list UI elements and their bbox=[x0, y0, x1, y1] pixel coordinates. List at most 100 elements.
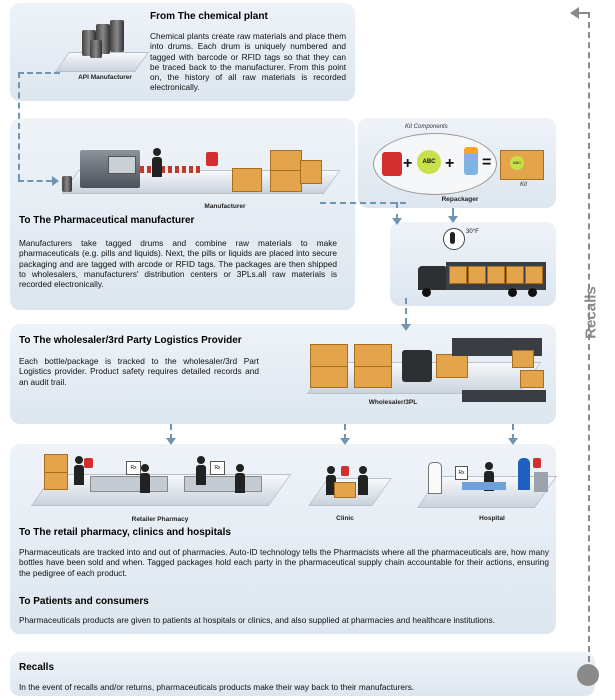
chemical-plant-text: Chemical plants create raw materials and… bbox=[150, 31, 346, 93]
kit-box-abc-tag: ABC bbox=[510, 156, 524, 170]
box-icon bbox=[354, 366, 392, 388]
flow-arrow-line bbox=[344, 424, 346, 440]
rx-bottle-icon bbox=[341, 466, 349, 476]
patients-text: Pharmaceuticals products are given to pa… bbox=[19, 615, 495, 625]
flow-arrow-line bbox=[18, 180, 52, 182]
truck-icon bbox=[462, 390, 546, 402]
red-bottle-icon bbox=[382, 152, 402, 176]
rx-sign-1: Rx bbox=[126, 461, 141, 475]
box-icon bbox=[525, 266, 543, 284]
recalls-side-label: Recalls bbox=[576, 280, 602, 350]
box-icon bbox=[436, 354, 468, 378]
box-icon bbox=[354, 344, 392, 368]
box-icon bbox=[449, 266, 467, 284]
flow-arrow-line bbox=[18, 72, 60, 74]
manufacturer-text: Manufacturers take tagged drums and comb… bbox=[19, 238, 337, 290]
flow-arrow-line bbox=[18, 72, 20, 180]
wheel-icon bbox=[508, 288, 517, 297]
flow-arrow-head bbox=[52, 176, 59, 186]
box-icon bbox=[487, 266, 505, 284]
rx-bottle-icon bbox=[533, 458, 541, 468]
cart-icon bbox=[534, 472, 548, 492]
flow-arrow-head bbox=[508, 438, 518, 445]
kit-components-label: Kit Components bbox=[405, 124, 448, 130]
recall-line bbox=[588, 12, 590, 662]
retail-title: To The retail pharmacy, clinics and hosp… bbox=[19, 527, 231, 538]
flow-arrow-head bbox=[401, 324, 411, 331]
bed-icon bbox=[462, 482, 506, 490]
drum-icon bbox=[90, 40, 102, 58]
clinic-caption: Clinic bbox=[336, 515, 354, 522]
flow-arrow-line bbox=[452, 208, 454, 218]
manufacturer-title: To The Pharmaceutical manufacturer bbox=[19, 215, 195, 226]
hospital-caption: Hospital bbox=[479, 515, 505, 522]
truck-cab-icon bbox=[418, 266, 446, 290]
drum-icon bbox=[110, 20, 124, 52]
worker-icon bbox=[152, 148, 162, 177]
flow-arrow-line bbox=[170, 424, 172, 440]
wholesaler-text: Each bottle/package is tracked to the wh… bbox=[19, 356, 259, 387]
flow-arrow-head bbox=[340, 438, 350, 445]
bottle-icon bbox=[206, 152, 218, 166]
retail-caption: Retailer Pharmacy bbox=[131, 516, 189, 523]
api-manufacturer-caption: API Manufacturer bbox=[78, 74, 132, 81]
forklift-icon bbox=[402, 350, 432, 382]
desk-icon bbox=[334, 482, 356, 498]
flow-arrow-line bbox=[512, 424, 514, 440]
customer-icon bbox=[235, 464, 245, 493]
customer-icon bbox=[140, 464, 150, 493]
box-icon bbox=[270, 150, 302, 172]
box-icon bbox=[506, 266, 524, 284]
recall-arrow-icon bbox=[570, 7, 579, 19]
counter-icon bbox=[90, 476, 168, 492]
flow-arrow-head bbox=[448, 216, 458, 223]
vial-icon bbox=[464, 147, 478, 175]
box-icon bbox=[44, 472, 68, 490]
flow-arrow-head bbox=[392, 218, 402, 225]
wheel-icon bbox=[528, 288, 537, 297]
api-platform bbox=[54, 52, 150, 72]
patient-icon bbox=[358, 466, 368, 495]
chemical-plant-title: From The chemical plant bbox=[150, 11, 268, 22]
box-icon bbox=[44, 454, 68, 474]
pharmacist-icon bbox=[74, 456, 84, 485]
wholesaler-title: To The wholesaler/3rd Party Logistics Pr… bbox=[19, 335, 242, 346]
box-icon bbox=[310, 366, 348, 388]
box-icon bbox=[512, 350, 534, 368]
box-icon bbox=[300, 160, 322, 184]
rx-sign-3: Rx bbox=[455, 466, 468, 480]
recalls-panel bbox=[10, 652, 595, 696]
manufacturer-caption: Manufacturer bbox=[204, 203, 246, 210]
patient-icon bbox=[484, 462, 494, 491]
repackager-caption: Repackager bbox=[441, 196, 479, 203]
kit-label: Kit bbox=[520, 182, 528, 188]
conveyor-icon bbox=[140, 166, 200, 173]
flow-arrow-line bbox=[405, 298, 407, 324]
nurse-icon bbox=[518, 458, 530, 490]
thermometer-bulb bbox=[450, 232, 455, 244]
pharmacist-icon bbox=[196, 456, 206, 485]
recalls-title: Recalls bbox=[19, 662, 55, 673]
box-icon bbox=[520, 370, 544, 388]
rx-sign-2: Rx bbox=[210, 461, 225, 475]
retail-text: Pharmaceuticals are tracked into and out… bbox=[19, 547, 549, 578]
equals-icon: = bbox=[482, 154, 492, 171]
doctor-icon bbox=[326, 466, 336, 495]
drum-icon bbox=[62, 176, 72, 192]
recalls-text: In the event of recalls and/or returns, … bbox=[19, 682, 415, 692]
flow-arrow-line bbox=[320, 202, 406, 204]
box-icon bbox=[232, 168, 262, 192]
recall-end-circle bbox=[577, 664, 599, 686]
recalls-side-label-text: Recalls bbox=[582, 286, 600, 339]
abc-label-icon: ABC bbox=[417, 150, 441, 174]
flow-arrow-line bbox=[396, 202, 398, 220]
patients-title: To Patients and consumers bbox=[19, 596, 149, 607]
control-panel-icon bbox=[108, 156, 136, 174]
wholesaler-caption: Wholesaler/3PL bbox=[368, 399, 418, 406]
plus-icon: + bbox=[445, 155, 455, 172]
box-icon bbox=[310, 344, 348, 368]
wheel-icon bbox=[422, 288, 431, 297]
box-icon bbox=[270, 170, 302, 192]
recall-line-top bbox=[578, 12, 590, 14]
doctor-coat-icon bbox=[428, 462, 442, 494]
